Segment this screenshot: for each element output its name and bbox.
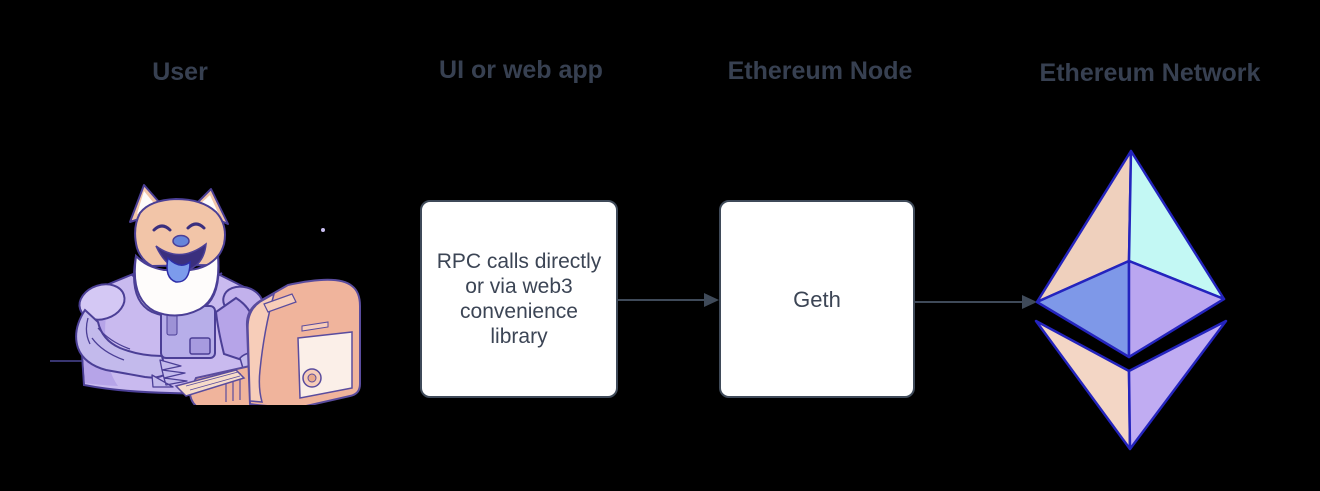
rpc-calls-box: RPC calls directly or via web3 convenien… [420, 200, 618, 398]
eth-face-mid-right [1127, 259, 1226, 359]
right-eye [186, 222, 206, 230]
arrow-webapp-to-node [618, 299, 706, 301]
ui-or-web-app-label: UI or web app [439, 56, 603, 84]
ethereum-network-label: Ethereum Network [1039, 59, 1261, 87]
eth-face-lower-right [1127, 319, 1228, 451]
left-robotic-arm [75, 308, 188, 388]
rpc-calls-box-text: RPC calls directly or via web3 convenien… [436, 250, 602, 348]
sparkle-dot [321, 228, 325, 232]
arrow-webapp-to-node-head [704, 293, 719, 307]
computer-icon [174, 278, 361, 405]
left-eye [152, 224, 172, 232]
geth-box: Geth [719, 200, 915, 398]
nose [172, 234, 190, 248]
doge-astronaut-at-computer-illustration [50, 184, 361, 405]
ethereum-node-label: Ethereum Node [727, 57, 913, 85]
doge-head [133, 197, 226, 317]
geth-box-text: Geth [793, 286, 841, 312]
arrow-node-to-network-head [1022, 295, 1037, 309]
arrow-node-to-network [915, 301, 1023, 303]
ethereum-logo-icon [1034, 149, 1228, 451]
user-label: User [152, 58, 208, 86]
tongue [166, 256, 191, 283]
